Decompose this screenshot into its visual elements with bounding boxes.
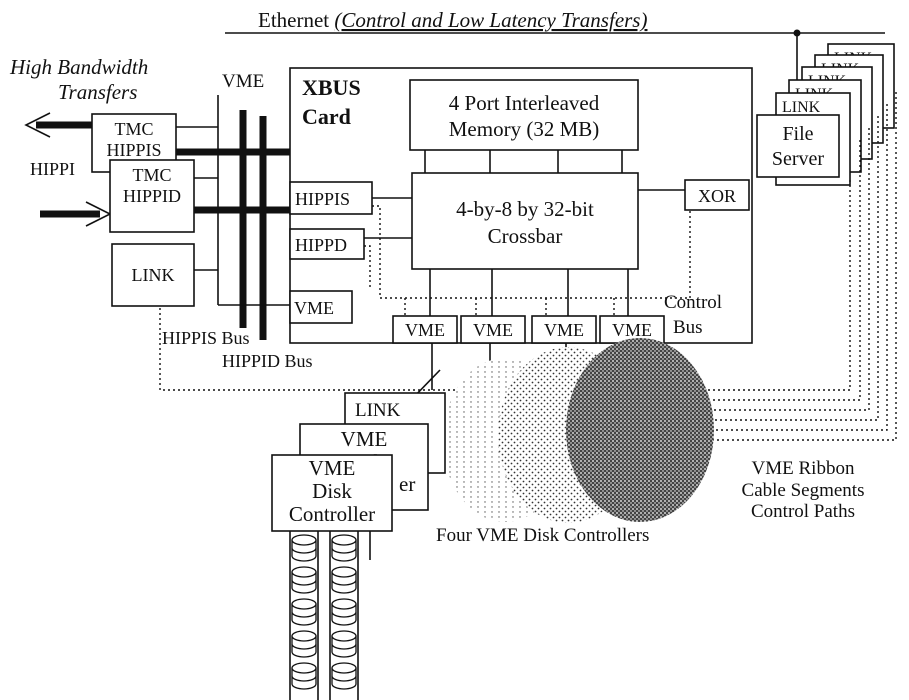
hippd-port-box	[289, 228, 365, 260]
xor-box	[684, 179, 750, 211]
ribbon-caption: VME Ribbon Cable Segments Control Paths	[742, 458, 865, 522]
controller-circle-3	[566, 338, 714, 522]
vme-port-3	[531, 315, 597, 344]
left-connections	[176, 126, 290, 306]
tmc-hippis-line2: HIPPIS	[106, 140, 161, 160]
hippis-bus-label: HIPPIS Bus	[162, 328, 250, 348]
tmc-hippid-line2: HIPPID	[123, 186, 181, 206]
xbus-card-title-line2: Card	[302, 104, 351, 129]
vme-port-3-label: VME	[544, 320, 584, 340]
hippis-port-label: HIPPIS	[295, 189, 350, 209]
high-bandwidth-label: High Bandwidth Transfers	[9, 55, 148, 104]
hippd-port-label: HIPPD	[295, 235, 347, 255]
four-vme-caption: Four VME Disk Controllers	[436, 525, 649, 546]
vme-left-box	[289, 290, 353, 324]
vme-disk-controller-line1: VME	[309, 456, 356, 480]
control-bus-line2: Bus	[673, 317, 703, 338]
vme-disk-controller-front	[271, 454, 393, 532]
tmc-hippis-line1: TMC	[114, 119, 153, 139]
vme-port-2	[460, 315, 526, 344]
xor-label: XOR	[698, 186, 736, 206]
disk-icon	[331, 534, 357, 562]
hippi-label: HIPPI	[30, 159, 75, 179]
control-bus-line1: Control	[664, 292, 722, 313]
link-left-label: LINK	[132, 265, 175, 285]
disk-icon	[331, 566, 357, 594]
ribbon-caption-line1: VME Ribbon	[752, 458, 855, 479]
memory-line2: Memory (32 MB)	[449, 117, 600, 141]
disk-icon	[291, 662, 317, 690]
ribbon-caption-line3: Control Paths	[751, 501, 855, 522]
disk-strings	[289, 531, 371, 700]
high-bandwidth-line2: Transfers	[58, 80, 137, 104]
crossbar-line2: Crossbar	[488, 224, 563, 248]
disk-icon	[331, 630, 357, 658]
file-server-box	[756, 114, 840, 178]
vme-port-4-label: VME	[612, 320, 652, 340]
vme-ribbon-cables	[379, 338, 714, 523]
vme-disk-controller-line3: Controller	[289, 502, 375, 526]
tmc-hippid-line1: TMC	[132, 165, 171, 185]
file-server-line2: Server	[772, 148, 825, 170]
memory-box	[409, 79, 639, 151]
control-bus-dotted	[372, 205, 691, 299]
hippid-bus-label: HIPPID Bus	[222, 351, 313, 371]
disk-icon	[331, 598, 357, 626]
high-bandwidth-line1: High Bandwidth	[9, 55, 148, 79]
link-card-1: LINK	[782, 99, 821, 116]
vme-controller-back-line3: er	[399, 472, 415, 496]
hippi-arrows	[24, 112, 112, 227]
disk-controller-stack: LINK VME Disk er VME Disk Controller	[271, 392, 446, 532]
xbus-card-title-line1: XBUS	[302, 75, 361, 100]
vme-left-label: VME	[294, 298, 334, 318]
out-arrow-head	[24, 112, 51, 138]
vme-controller-back-line1: VME	[341, 427, 388, 451]
disk-icon	[331, 662, 357, 690]
disk-icon	[291, 566, 317, 594]
vme-port-1-label: VME	[405, 320, 445, 340]
ethernet: Ethernet (Control and Low Latency Transf…	[225, 8, 885, 115]
file-server-line1: File	[782, 123, 813, 145]
disk-icon	[291, 534, 317, 562]
ribbon-caption-line2: Cable Segments	[742, 480, 865, 501]
file-server-group: LINK LINK LINK LINK LINK File Server	[756, 43, 895, 186]
ethernet-label: Ethernet (Control and Low Latency Transf…	[258, 8, 647, 32]
tmc-hippid-box: TMC HIPPID	[109, 159, 195, 233]
disk-icon	[291, 630, 317, 658]
vme-disk-controller-line2: Disk	[312, 479, 352, 503]
disk-icon	[291, 598, 317, 626]
crossbar-line1: 4-by-8 by 32-bit	[456, 197, 594, 221]
link-left-box: LINK	[111, 243, 195, 307]
vme-port-1	[392, 315, 458, 344]
vme-port-2-label: VME	[473, 320, 513, 340]
crossbar-box	[411, 172, 639, 270]
xbus-card: XBUS Card 4 Port Interleaved Memory (32 …	[289, 67, 753, 344]
link-card-back-label: LINK	[355, 400, 401, 421]
vme-bus-label: VME	[222, 71, 264, 92]
memory-line1: 4 Port Interleaved	[449, 91, 600, 115]
